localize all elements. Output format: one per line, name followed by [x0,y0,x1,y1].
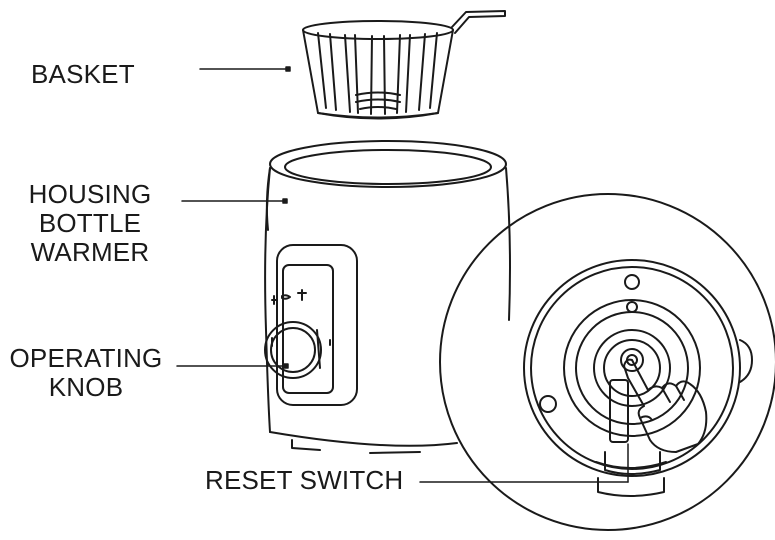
reset-switch-detail-icon [439,193,775,531]
knob-label-line-2: KNOB [48,372,124,402]
basket-label: BASKET [31,59,135,89]
housing-label-line-2: BOTTLE [38,208,142,238]
knob-label-line-1: OPERATING [9,343,163,373]
pointing-hand-icon [623,358,708,453]
leader-lines [176,66,629,483]
housing-label-line-3: WARMER [30,237,150,267]
basket-icon [302,10,506,120]
operating-knob-icon [264,289,331,379]
housing-label-line-1: HOUSING [28,179,152,209]
reset-switch-label: RESET SWITCH [205,465,404,495]
warmer-housing-icon [264,140,511,454]
